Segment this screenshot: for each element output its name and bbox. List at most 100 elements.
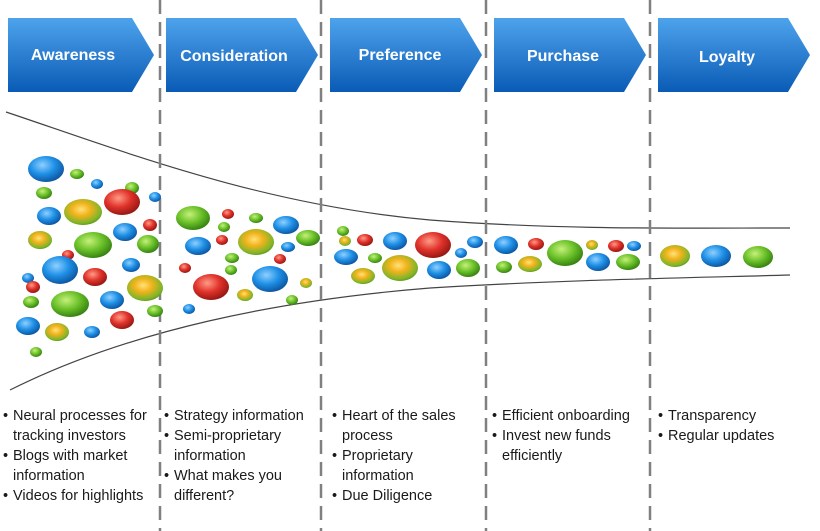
bubble <box>249 213 263 223</box>
bubble <box>26 281 40 293</box>
stage-label-purchase: Purchase <box>527 48 599 65</box>
bubble <box>467 236 483 248</box>
consideration-bullet: What makes you different? <box>164 466 318 506</box>
bubble <box>382 255 418 281</box>
bubble <box>357 234 373 246</box>
stage-label-consideration: Consideration <box>180 48 288 65</box>
bubble <box>110 311 134 329</box>
bubble <box>84 326 100 338</box>
purchase-bullets: Efficient onboarding Invest new funds ef… <box>492 406 647 466</box>
stage-label-preference: Preference <box>359 47 442 64</box>
bubble <box>415 232 451 258</box>
bubble <box>28 156 64 182</box>
bubble <box>137 235 159 253</box>
loyalty-bullets: Transparency Regular updates <box>658 406 808 446</box>
consideration-bullet: Strategy information <box>164 406 318 426</box>
bubble <box>274 254 286 264</box>
bubble <box>216 235 228 245</box>
stage-arrow-loyalty: Loyalty <box>658 18 810 92</box>
bubble <box>36 187 52 199</box>
bubble <box>300 278 312 288</box>
bubble <box>100 291 124 309</box>
bubble <box>456 259 480 277</box>
bubble <box>518 256 542 272</box>
bubble <box>296 230 320 246</box>
preference-bullets: Heart of the sales process Proprietary i… <box>332 406 482 506</box>
bubble <box>183 304 195 314</box>
awareness-bullet: Neural processes for tracking investors <box>3 406 157 446</box>
bubble <box>179 263 191 273</box>
bubble <box>127 275 163 301</box>
bubble <box>149 192 161 202</box>
bubble <box>455 248 467 258</box>
bubble <box>701 245 731 267</box>
bubble <box>74 232 112 258</box>
bubble <box>22 273 34 283</box>
bubble <box>225 253 239 263</box>
bubble <box>627 241 641 251</box>
purchase-bullet: Efficient onboarding <box>492 406 647 426</box>
loyalty-bullet: Regular updates <box>658 426 808 446</box>
bubble <box>113 223 137 241</box>
bubble <box>351 268 375 284</box>
preference-bullet: Heart of the sales process <box>332 406 482 446</box>
bubble <box>16 317 40 335</box>
bubble-cluster <box>16 156 773 357</box>
bubble <box>225 265 237 275</box>
bubble <box>64 199 102 225</box>
bubble <box>28 231 52 249</box>
bubble <box>547 240 583 266</box>
bubble <box>83 268 107 286</box>
bubble <box>23 296 39 308</box>
bubble <box>143 219 157 231</box>
bubble <box>586 253 610 271</box>
bubble <box>222 209 234 219</box>
bubble <box>494 236 518 254</box>
bubble <box>286 295 298 305</box>
bubble <box>427 261 451 279</box>
consideration-bullet: Semi-proprietary information <box>164 426 318 466</box>
bubble <box>218 222 230 232</box>
funnel-bottom-curve <box>9 274 791 391</box>
bubble <box>616 254 640 270</box>
preference-bullet: Due Diligence <box>332 486 482 506</box>
purchase-bullet: Invest new funds efficiently <box>492 426 647 466</box>
bubble <box>608 240 624 252</box>
bubble <box>281 242 295 252</box>
bubble <box>51 291 89 317</box>
bubble <box>91 179 103 189</box>
bubble <box>337 226 349 236</box>
bubble <box>37 207 61 225</box>
stage-label-awareness: Awareness <box>31 47 115 64</box>
bubble <box>528 238 544 250</box>
bubble <box>237 289 253 301</box>
funnel-top-curve <box>5 111 791 229</box>
stage-label-loyalty: Loyalty <box>699 49 755 66</box>
consideration-bullets: Strategy information Semi-proprietary in… <box>164 406 318 506</box>
bubble <box>339 236 351 246</box>
bubble <box>238 229 274 255</box>
bubble <box>273 216 299 234</box>
stage-arrow-awareness: Awareness <box>8 18 154 92</box>
bubble <box>42 256 78 284</box>
loyalty-bullet: Transparency <box>658 406 808 426</box>
awareness-bullets: Neural processes for tracking investors … <box>3 406 157 506</box>
bubble <box>104 189 140 215</box>
bubble <box>193 274 229 300</box>
bubble <box>334 249 358 265</box>
bubble <box>368 253 382 263</box>
bubble <box>122 258 140 272</box>
bubble <box>252 266 288 292</box>
bubble <box>383 232 407 250</box>
bubble <box>586 240 598 250</box>
bubble <box>147 305 163 317</box>
awareness-bullet: Blogs with market information <box>3 446 157 486</box>
bubble <box>743 246 773 268</box>
awareness-bullet: Videos for highlights <box>3 486 157 506</box>
bubble <box>660 245 690 267</box>
stage-arrow-purchase: Purchase <box>494 18 646 92</box>
bubble <box>176 206 210 230</box>
stage-arrow-consideration: Consideration <box>166 18 318 92</box>
bubble <box>70 169 84 179</box>
